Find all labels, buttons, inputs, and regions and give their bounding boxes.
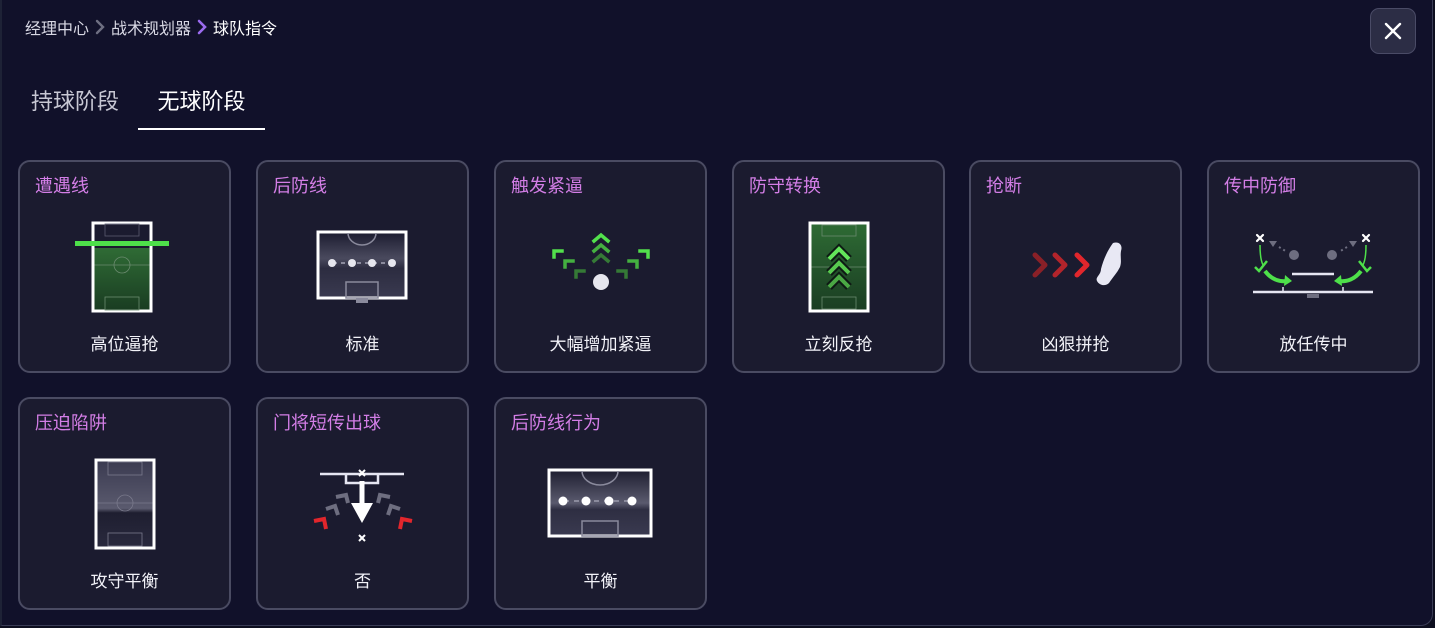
card-goalkeeper-short-pass[interactable]: 门将短传出球 否 xyxy=(256,397,469,610)
active-tab-indicator xyxy=(138,128,265,130)
card-value: 高位逼抢 xyxy=(90,335,159,355)
counter-press-icon xyxy=(734,212,943,322)
tab-in-possession[interactable]: 持球阶段 xyxy=(28,78,122,130)
card-title: 遭遇线 xyxy=(35,176,89,197)
tab-label: 持球阶段 xyxy=(30,90,119,115)
card-line-of-engagement[interactable]: 遭遇线 高位逼抢 xyxy=(18,160,231,373)
cross-defense-icon xyxy=(1209,212,1418,322)
card-value: 攻守平衡 xyxy=(90,572,159,592)
card-value: 平衡 xyxy=(583,572,618,592)
card-title: 防守转换 xyxy=(749,176,821,197)
card-value: 放任传中 xyxy=(1279,335,1348,355)
pitch-line-icon xyxy=(20,212,229,322)
pressing-trap-icon xyxy=(20,449,229,559)
card-defensive-transition[interactable]: 防守转换 立刻反抢 xyxy=(732,160,945,373)
tab-label: 无球阶段 xyxy=(157,90,246,115)
card-title: 触发紧逼 xyxy=(511,176,583,197)
card-title: 抢断 xyxy=(986,176,1022,197)
pressing-trigger-icon xyxy=(496,212,705,322)
card-title: 门将短传出球 xyxy=(273,413,381,434)
chevron-right-icon xyxy=(92,16,108,38)
card-trigger-press[interactable]: 触发紧逼 大幅增加紧逼 xyxy=(494,160,707,373)
defensive-line-behavior-icon xyxy=(496,449,705,559)
close-icon xyxy=(1384,22,1402,40)
defensive-line-icon xyxy=(258,212,467,322)
card-title: 后防线行为 xyxy=(511,413,601,434)
card-value: 标准 xyxy=(345,335,380,355)
card-value: 大幅增加紧逼 xyxy=(549,335,652,355)
card-value: 立刻反抢 xyxy=(804,335,873,355)
tab-out-of-possession[interactable]: 无球阶段 xyxy=(138,78,265,130)
goalkeeper-short-pass-icon xyxy=(258,449,467,559)
chevron-right-icon xyxy=(194,16,210,38)
breadcrumb-tactics-planner[interactable]: 战术规划器 xyxy=(111,19,192,38)
card-defensive-line[interactable]: 后防线 标准 xyxy=(256,160,469,373)
card-title: 压迫陷阱 xyxy=(35,413,107,434)
card-cross-defense[interactable]: 传中防御 xyxy=(1207,160,1420,373)
tackle-boot-icon xyxy=(971,212,1180,322)
card-title: 传中防御 xyxy=(1224,176,1296,197)
close-button[interactable] xyxy=(1370,8,1416,54)
card-tackling[interactable]: 抢断 凶狠拼抢 xyxy=(969,160,1182,373)
card-defensive-line-behavior[interactable]: 后防线行为 平衡 xyxy=(494,397,707,610)
breadcrumb: 经理中心 战术规划器 球队指令 xyxy=(25,15,277,39)
card-title: 后防线 xyxy=(273,176,327,197)
card-pressing-trap[interactable]: 压迫陷阱 攻守平衡 xyxy=(18,397,231,610)
card-value: 凶狠拼抢 xyxy=(1041,335,1110,355)
breadcrumb-manager-hub[interactable]: 经理中心 xyxy=(25,19,90,38)
card-value: 否 xyxy=(354,572,371,592)
breadcrumb-team-instructions: 球队指令 xyxy=(213,19,278,38)
